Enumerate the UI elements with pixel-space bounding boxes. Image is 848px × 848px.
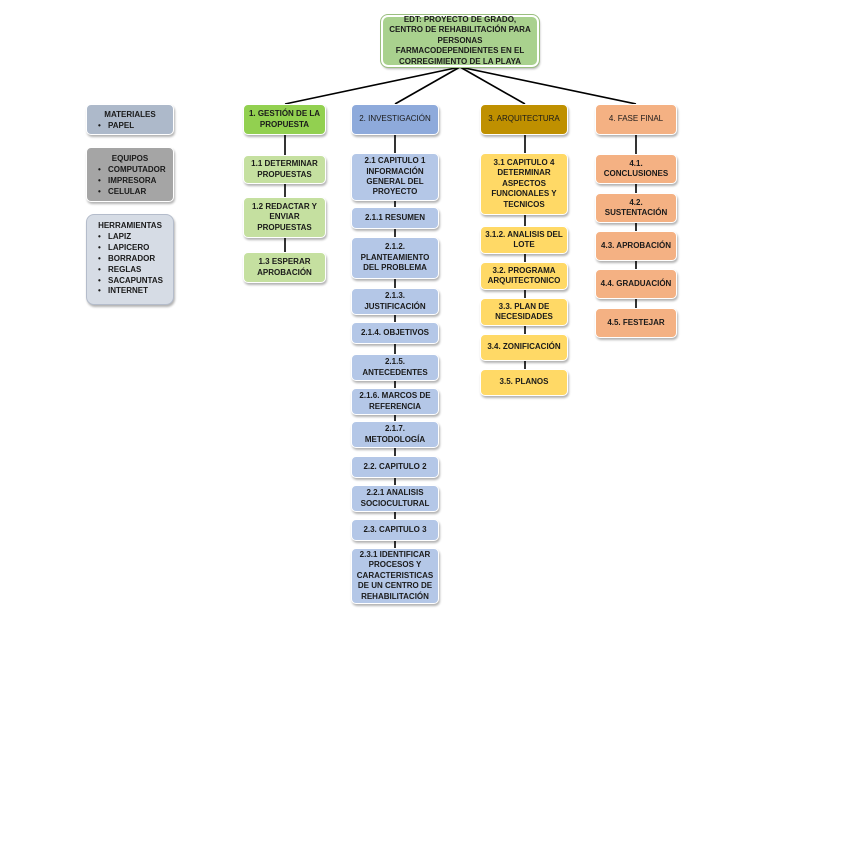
node-label: 2.3.1 IDENTIFICAR PROCESOS Y CARACTERIST… [356, 550, 434, 601]
herramientas-item: SACAPUNTAS [98, 276, 170, 287]
herramientas-box: HERRAMIENTAS LAPIZ LAPICERO BORRADOR REG… [86, 214, 174, 305]
node-label: 2.1.3. JUSTIFICACIÓN [364, 291, 426, 311]
node-label: 3.3. PLAN DE NECESIDADES [495, 301, 553, 321]
branch-arquitectura: 3. ARQUITECTURA [480, 104, 568, 135]
node-label: 2.1.6. MARCOS DE REFERENCIA [359, 391, 431, 411]
node-2-1-6: 2.1.6. MARCOS DE REFERENCIA [351, 388, 439, 415]
branch-title: 2. INVESTIGACIÓN [359, 114, 431, 124]
node-label: 4.2. SUSTENTACIÓN [604, 197, 668, 217]
node-label: 2.1.2. PLANTEAMIENTO DEL PROBLEMA [360, 242, 430, 273]
node-label: 4.1. CONCLUSIONES [603, 158, 669, 178]
branch-gestion: 1. GESTIÓN DE LA PROPUESTA [243, 104, 326, 135]
equipos-list: COMPUTADOR IMPRESORA CELULAR [90, 165, 170, 197]
node-label: 2.3. CAPITULO 3 [363, 524, 427, 534]
node-4-3: 4.3. APROBACIÓN [595, 231, 677, 261]
node-label: 3.2. PROGRAMA ARQUITECTONICO [487, 265, 561, 285]
node-label: 4.4. GRADUACIÓN [600, 278, 672, 288]
equipos-item: CELULAR [98, 187, 170, 198]
branch-fase-final: 4. FASE FINAL [595, 104, 677, 135]
node-label: 3.4. ZONIFICACIÓN [487, 342, 561, 352]
node-label: 4.5. FESTEJAR [607, 317, 665, 327]
materiales-list: PAPEL [90, 121, 170, 132]
herramientas-item: BORRADOR [98, 254, 170, 265]
node-2-1-5: 2.1.5. ANTECEDENTES [351, 354, 439, 381]
materiales-item: PAPEL [98, 121, 170, 132]
node-2-1-3: 2.1.3. JUSTIFICACIÓN [351, 288, 439, 315]
node-3-5: 3.5. PLANOS [480, 369, 568, 396]
branch-title: 3. ARQUITECTURA [488, 114, 560, 124]
herramientas-list: LAPIZ LAPICERO BORRADOR REGLAS SACAPUNTA… [90, 232, 170, 297]
node-label: 3.1.2. ANALISIS DEL LOTE [485, 229, 563, 249]
node-3-1: 3.1 CAPITULO 4 DETERMINAR ASPECTOS FUNCI… [480, 153, 568, 215]
materiales-title: MATERIALES [104, 110, 156, 119]
equipos-item: COMPUTADOR [98, 165, 170, 176]
node-label: 2.2.1 ANALISIS SOCIOCULTURAL [360, 488, 430, 508]
node-2-1-7: 2.1.7. METODOLOGÍA [351, 421, 439, 448]
node-label: 1.3 ESPERAR APROBACIÓN [257, 257, 312, 277]
node-1-1: 1.1 DETERMINAR PROPUESTAS [243, 155, 326, 184]
node-3-4: 3.4. ZONIFICACIÓN [480, 334, 568, 361]
node-1-2: 1.2 REDACTAR Y ENVIAR PROPUESTAS [243, 197, 326, 238]
node-label: 2.1.1 RESUMEN [364, 212, 426, 222]
node-label: 2.2. CAPITULO 2 [363, 461, 427, 471]
node-label: 1.1 DETERMINAR PROPUESTAS [251, 159, 318, 179]
equipos-title: EQUIPOS [111, 154, 149, 163]
node-label: 2.1.5. ANTECEDENTES [362, 357, 428, 377]
node-4-1: 4.1. CONCLUSIONES [595, 154, 677, 184]
node-2-2-1: 2.2.1 ANALISIS SOCIOCULTURAL [351, 485, 439, 512]
branch-title: 4. FASE FINAL [608, 114, 664, 124]
root-node: EDT: PROYECTO DE GRADO, CENTRO DE REHABI… [380, 14, 540, 68]
node-3-3: 3.3. PLAN DE NECESIDADES [480, 298, 568, 326]
node-label: 3.1 CAPITULO 4 DETERMINAR ASPECTOS FUNCI… [491, 158, 557, 209]
node-label: 1.2 REDACTAR Y ENVIAR PROPUESTAS [251, 201, 318, 232]
node-label: 2.1.4. OBJETIVOS [360, 327, 430, 337]
node-2-2: 2.2. CAPITULO 2 [351, 456, 439, 478]
node-label: 2.1.7. METODOLOGÍA [364, 424, 426, 444]
node-2-3-1: 2.3.1 IDENTIFICAR PROCESOS Y CARACTERIST… [351, 548, 439, 604]
equipos-item: IMPRESORA [98, 176, 170, 187]
node-label: 4.3. APROBACIÓN [601, 240, 671, 250]
materiales-box: MATERIALES PAPEL [86, 104, 174, 135]
herramientas-item: INTERNET [98, 286, 170, 297]
node-label: 3.5. PLANOS [499, 377, 549, 387]
branch-title: 1. GESTIÓN DE LA PROPUESTA [248, 109, 321, 129]
herramientas-title: HERRAMIENTAS [98, 221, 162, 230]
node-3-2: 3.2. PROGRAMA ARQUITECTONICO [480, 262, 568, 290]
node-2-1-1: 2.1.1 RESUMEN [351, 207, 439, 229]
node-1-3: 1.3 ESPERAR APROBACIÓN [243, 252, 326, 283]
root-title: EDT: PROYECTO DE GRADO, CENTRO DE REHABI… [389, 15, 531, 66]
node-2-1-4: 2.1.4. OBJETIVOS [351, 322, 439, 344]
node-2-1-2: 2.1.2. PLANTEAMIENTO DEL PROBLEMA [351, 237, 439, 279]
node-4-4: 4.4. GRADUACIÓN [595, 269, 677, 299]
node-3-1-2: 3.1.2. ANALISIS DEL LOTE [480, 226, 568, 254]
herramientas-item: REGLAS [98, 265, 170, 276]
herramientas-item: LAPIZ [98, 232, 170, 243]
node-4-2: 4.2. SUSTENTACIÓN [595, 193, 677, 223]
node-2-3: 2.3. CAPITULO 3 [351, 519, 439, 541]
node-2-1: 2.1 CAPITULO 1 INFORMACIÓN GENERAL DEL P… [351, 153, 439, 201]
node-4-5: 4.5. FESTEJAR [595, 308, 677, 338]
equipos-box: EQUIPOS COMPUTADOR IMPRESORA CELULAR [86, 147, 174, 202]
herramientas-item: LAPICERO [98, 243, 170, 254]
node-label: 2.1 CAPITULO 1 INFORMACIÓN GENERAL DEL P… [364, 156, 426, 197]
branch-investigacion: 2. INVESTIGACIÓN [351, 104, 439, 135]
